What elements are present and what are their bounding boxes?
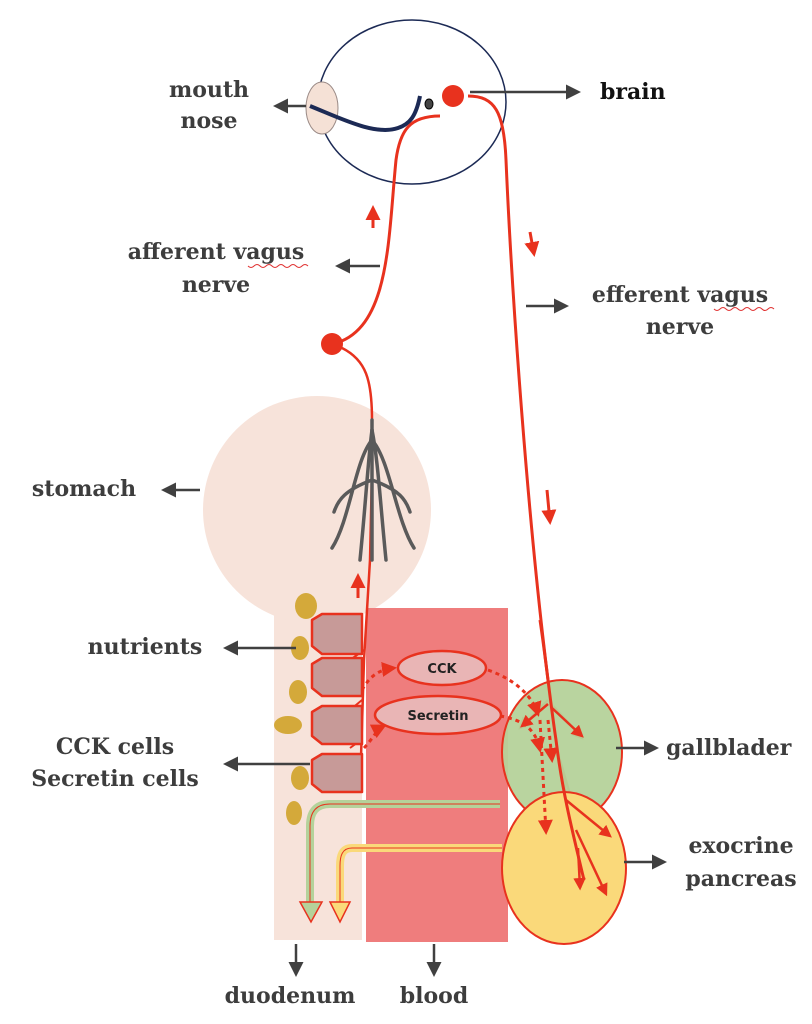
nutrient-particles (274, 593, 317, 825)
secretin-label: Secretin (407, 709, 468, 724)
nasal-passage (309, 95, 422, 132)
pancreatic-arrowhead (328, 901, 352, 924)
pancreas (501, 791, 627, 945)
label-duodenum: duodenum (225, 983, 356, 1009)
label-gallbladder: gallblader (666, 735, 792, 761)
direction-indicators (350, 205, 557, 598)
spellcheck-vagus-afferent (247, 264, 309, 268)
stomach-nerve-branches (330, 418, 416, 562)
label-mouth: mouth (169, 77, 249, 103)
afferent-vagus-nerve (332, 114, 441, 346)
brain-nucleus (442, 85, 464, 107)
label-pancreas: pancreas (685, 866, 796, 892)
label-secretin-cells: Secretin cells (31, 766, 199, 792)
label-brain: brain (600, 79, 666, 105)
pointer-arrows (161, 84, 667, 977)
efferent-terminals-overlay (520, 703, 612, 897)
label-nose: nose (180, 108, 237, 134)
label-cck-cells: CCK cells (56, 734, 174, 760)
label-stomach: stomach (32, 476, 136, 502)
label-afferent-1: afferent vagus (128, 239, 305, 265)
nodose-ganglion (321, 333, 343, 355)
mouth-nose-opening (305, 81, 339, 135)
cck-label: CCK (427, 662, 457, 677)
label-blood: blood (400, 983, 468, 1009)
spellcheck-vagus-efferent (713, 307, 775, 311)
bile-duct-outline (309, 803, 500, 905)
label-afferent-2: nerve (182, 272, 250, 298)
head-outline (317, 19, 507, 185)
label-nutrients: nutrients (88, 634, 203, 660)
label-exocrine: exocrine (688, 833, 793, 859)
enteroendocrine-cells (310, 612, 364, 794)
cck-hormone (396, 649, 488, 687)
label-efferent-1: efferent vagus (592, 282, 768, 308)
pancreatic-duct-outline (339, 847, 502, 905)
bile-arrowhead (298, 901, 324, 924)
label-efferent-2: nerve (646, 314, 714, 340)
hormone-paths (360, 662, 559, 835)
olfactory-dot (424, 98, 434, 110)
efferent-nerve-overlay (538, 619, 586, 881)
